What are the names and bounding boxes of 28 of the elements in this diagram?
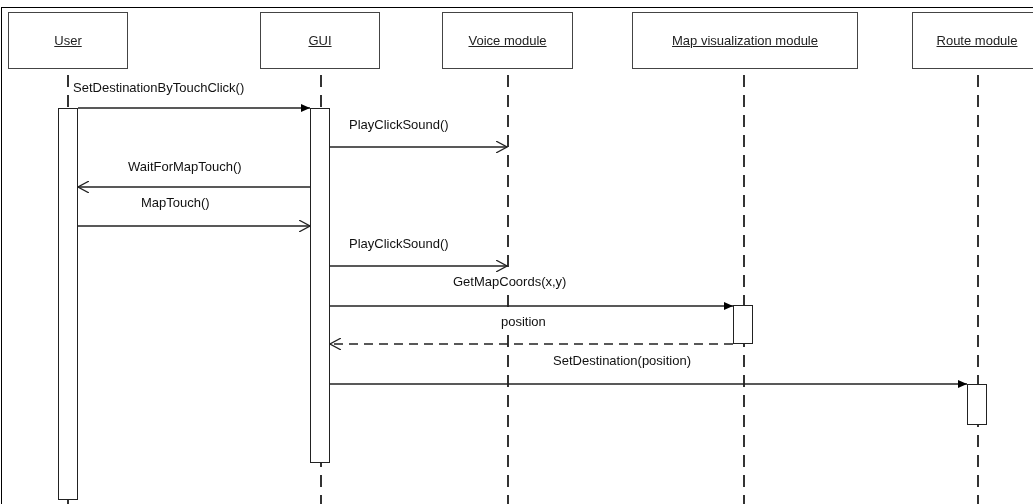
lifeline	[743, 75, 745, 504]
message-arrow	[329, 302, 734, 310]
edge-label: PlayClickSound()	[348, 236, 450, 251]
edge-label: MapTouch()	[140, 195, 211, 210]
message-arrow	[77, 104, 311, 112]
participant-box: User	[8, 12, 128, 69]
edge-label: PlayClickSound()	[348, 117, 450, 132]
edge-label: SetDestination(position)	[552, 353, 693, 368]
message-arrow	[329, 140, 508, 154]
participant-box: Map visualization module	[632, 12, 858, 69]
participant-box: Route module	[912, 12, 1033, 69]
message-arrow	[77, 180, 311, 194]
edge-label: position	[500, 314, 547, 329]
activation-bar	[58, 108, 78, 500]
return-arrow	[329, 337, 734, 351]
lifeline	[507, 75, 509, 504]
edge-label: SetDestinationByTouchClick()	[72, 80, 246, 95]
message-arrow	[77, 219, 311, 233]
edge-label: GetMapCoords(x,y)	[452, 274, 568, 289]
activation-bar	[733, 305, 753, 344]
participant-box: Voice module	[442, 12, 573, 69]
participant-box: GUI	[260, 12, 380, 69]
message-arrow	[329, 380, 968, 388]
message-arrow	[329, 259, 508, 273]
edge-label: WaitForMapTouch()	[127, 159, 243, 174]
lifeline	[977, 75, 979, 504]
activation-bar	[967, 384, 987, 425]
activation-bar	[310, 108, 330, 463]
